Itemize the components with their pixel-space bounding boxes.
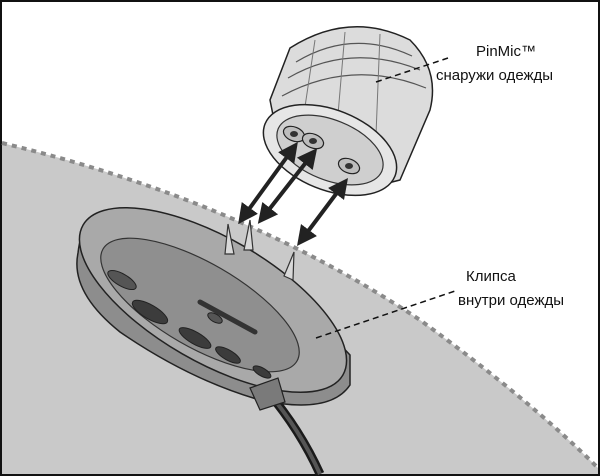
- clip-pins: [224, 219, 295, 281]
- pinmic-label-title: PinMic™: [476, 43, 536, 60]
- clip-label-title: Клипса: [466, 268, 516, 285]
- pinmic-label-subtitle: снаружи одежды: [436, 67, 553, 84]
- clip-label-subtitle: внутри одежды: [458, 292, 564, 309]
- pinmic-leader-line: [375, 57, 449, 83]
- connection-arrows: [238, 141, 348, 246]
- clip-leader-line: [315, 289, 459, 339]
- clip: [76, 207, 351, 411]
